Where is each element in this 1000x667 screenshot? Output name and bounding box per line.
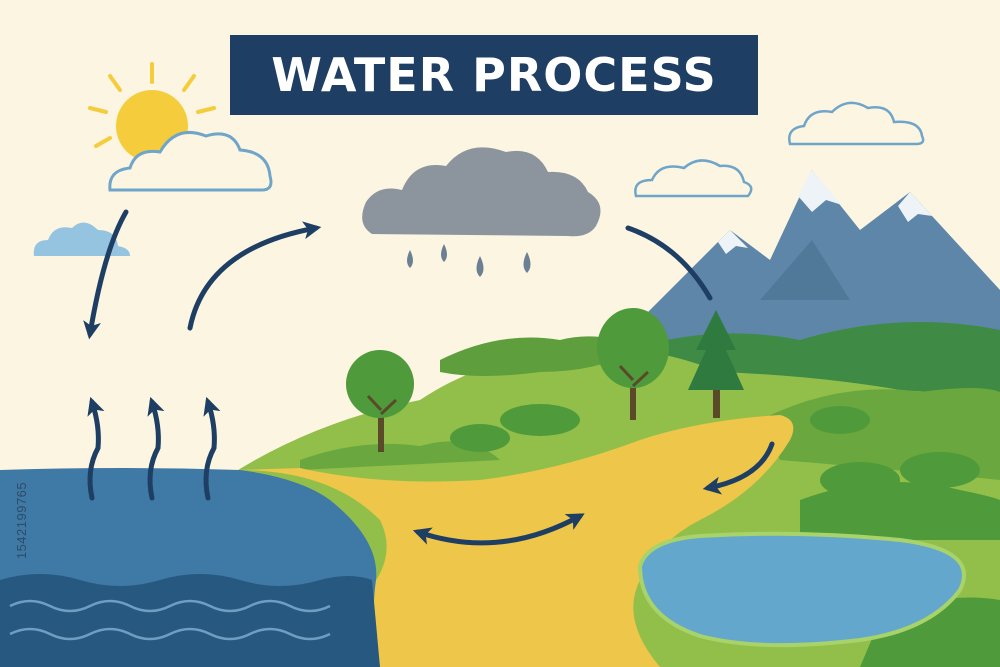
title-banner: WATER PROCESS	[230, 35, 758, 115]
arrow-icon	[83, 209, 129, 340]
bush-group	[450, 404, 980, 498]
side-id-label: 1542199765	[10, 420, 34, 620]
lake-icon	[637, 531, 966, 648]
page-title: WATER PROCESS	[271, 48, 717, 102]
ocean-icon	[0, 468, 380, 667]
arrow-icon	[412, 513, 585, 546]
cloud-icon	[108, 131, 273, 192]
tree-icon	[346, 350, 414, 452]
cloud-icon	[33, 222, 130, 256]
tree-icon	[597, 308, 669, 420]
cloud-icon	[788, 101, 925, 146]
rain-drop-icon	[407, 244, 531, 277]
arrow-icon	[702, 441, 775, 495]
arrow-icon	[625, 225, 713, 301]
arrow-icon	[203, 396, 221, 501]
rain-cloud-icon	[362, 147, 601, 237]
arrow-icon	[187, 221, 322, 331]
arrow-icon	[87, 396, 105, 501]
mountain-icon	[640, 170, 1000, 360]
cloud-icon	[634, 159, 753, 198]
arrow-icon	[147, 396, 165, 501]
side-id-text: 1542199765	[14, 481, 30, 559]
pine-tree-icon	[688, 310, 744, 418]
